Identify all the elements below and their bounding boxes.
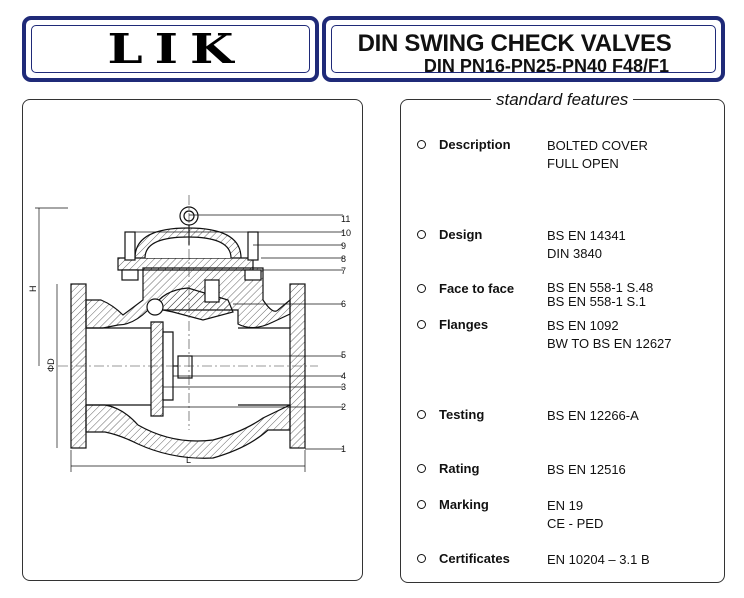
feature-value: BS EN 12516 — [547, 461, 626, 479]
page-subtitle: DIN PN16-PN25-PN40 F48/F1 — [423, 56, 669, 76]
part-label: 3 — [341, 382, 346, 392]
title-box: DIN SWING CHECK VALVES DIN PN16-PN25-PN4… — [322, 16, 725, 82]
feature-value-line: DIN 3840 — [547, 246, 602, 261]
body-bottom-wall — [85, 404, 291, 459]
feature-value-line: BS EN 14341 — [547, 228, 626, 243]
feature-value: BS EN 14341 DIN 3840 — [547, 227, 626, 263]
valve-outline — [70, 206, 306, 459]
feature-value-line: BS EN 12516 — [547, 462, 626, 477]
feature-value-line: BS EN 1092 — [547, 318, 619, 333]
circle-bullet-icon — [417, 230, 426, 239]
feature-value: BOLTED COVER FULL OPEN — [547, 137, 648, 173]
feature-value: BS EN 558-1 S.48 BS EN 558-1 S.1 — [547, 281, 653, 309]
brand-logo: LIK — [107, 24, 246, 73]
feature-label: Face to face — [439, 281, 515, 296]
feature-value: BS EN 1092 BW TO BS EN 12627 — [547, 317, 672, 353]
dimension-label-h: H — [28, 286, 38, 293]
feature-value-line: EN 19 — [547, 498, 584, 513]
feature-label: Rating — [439, 461, 480, 476]
part-label: 9 — [341, 241, 346, 251]
left-stud — [124, 231, 136, 261]
seat-ring — [150, 321, 164, 417]
circle-bullet-icon — [417, 320, 426, 329]
circle-bullet-icon — [417, 140, 426, 149]
feature-value-line: CE - PED — [547, 516, 604, 531]
feature-label: Description — [439, 137, 511, 152]
circle-bullet-icon — [417, 500, 426, 509]
page-title: DIN SWING CHECK VALVES — [357, 30, 672, 57]
circle-bullet-icon — [417, 410, 426, 419]
part-label: 11 — [341, 214, 350, 224]
feature-label: Design — [439, 227, 483, 242]
part-label: 7 — [341, 266, 346, 276]
drawing-panel: 11 10 9 8 7 6 5 4 3 2 1 H ΦD L — [22, 99, 363, 581]
feature-value-line: BW TO BS EN 12627 — [547, 336, 672, 351]
centerlines — [58, 195, 318, 430]
feature-value-line: BS EN 558-1 S.48 — [547, 280, 654, 295]
feature-value: EN 10204 – 3.1 B — [547, 551, 650, 569]
part-label: 10 — [341, 228, 351, 238]
features-panel: standard features Description BOLTED COV… — [400, 90, 725, 583]
feature-value: BS EN 12266-A — [547, 407, 639, 425]
right-stud — [247, 231, 259, 261]
feature-label: Flanges — [439, 317, 489, 332]
part-label: 2 — [341, 402, 346, 412]
logo-frame: LIK — [31, 25, 310, 73]
cover-flange — [117, 257, 254, 271]
dimension-label-l: L — [186, 455, 191, 465]
circle-bullet-icon — [417, 464, 426, 473]
part-label: 6 — [341, 299, 346, 309]
feature-label: Marking — [439, 497, 489, 512]
logo-box: LIK — [22, 16, 319, 82]
feature-label: Testing — [439, 407, 485, 422]
title-frame: DIN SWING CHECK VALVES DIN PN16-PN25-PN4… — [331, 25, 716, 76]
circle-bullet-icon — [417, 554, 426, 563]
valve-section-drawing: 11 10 9 8 7 6 5 4 3 2 1 H ΦD L — [28, 195, 351, 472]
dimension-label-d: ΦD — [46, 358, 56, 372]
feature-label: Certificates — [439, 551, 510, 566]
part-label: 1 — [341, 444, 346, 454]
part-label: 8 — [341, 254, 346, 264]
disc-nut — [177, 355, 193, 379]
features-heading: standard features — [491, 90, 634, 110]
feature-value-line: BOLTED COVER — [547, 138, 648, 153]
feature-value: EN 19 CE - PED — [547, 497, 603, 533]
feature-value-line: BS EN 558-1 S.1 — [547, 294, 646, 309]
feature-value-line: BS EN 12266-A — [547, 408, 639, 423]
feature-value-line: FULL OPEN — [547, 156, 619, 171]
dimension-lines — [35, 207, 306, 472]
circle-bullet-icon — [417, 284, 426, 293]
part-number-labels: 11 10 9 8 7 6 5 4 3 2 1 H ΦD L — [28, 214, 351, 465]
hinge-pin — [146, 298, 164, 316]
part-label: 4 — [341, 371, 346, 381]
feature-value-line: EN 10204 – 3.1 B — [547, 552, 650, 567]
part-leaders — [135, 214, 343, 450]
part-label: 5 — [341, 350, 346, 360]
